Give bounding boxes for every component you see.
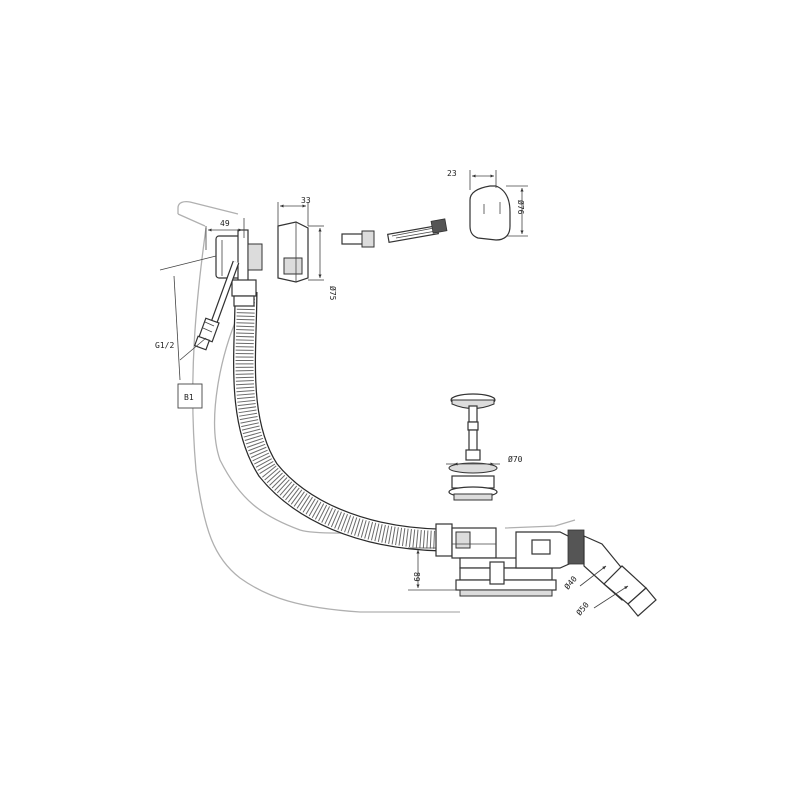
- dimension-lines: [159, 170, 629, 609]
- overflow-cover: [277, 221, 309, 283]
- overflow-hose: [233, 291, 441, 552]
- overflow-cap: [469, 185, 511, 241]
- label-23: 23: [447, 169, 457, 178]
- overflow-connector: [215, 229, 263, 307]
- drain-body: [435, 523, 557, 597]
- supply-pipe: [193, 260, 240, 351]
- label-89: 89: [412, 572, 421, 582]
- inlet-code-box: [177, 383, 203, 409]
- drain-plug-stack: [448, 393, 498, 501]
- label-b1: B1: [184, 393, 194, 402]
- label-cap-diameter: Ø76: [516, 200, 526, 215]
- label-33: 33: [301, 196, 311, 205]
- trap-outlet: [515, 529, 657, 617]
- label-cover-diameter: Ø75: [328, 286, 338, 301]
- spindle-screw: [386, 218, 448, 243]
- adapter-piece: [341, 230, 375, 248]
- label-outlet-50: Ø50: [574, 600, 591, 618]
- label-outlet-40: Ø40: [562, 574, 579, 592]
- label-49: 49: [220, 219, 230, 228]
- label-g12: G1/2: [155, 341, 174, 350]
- label-drain-diameter: Ø70: [508, 454, 523, 464]
